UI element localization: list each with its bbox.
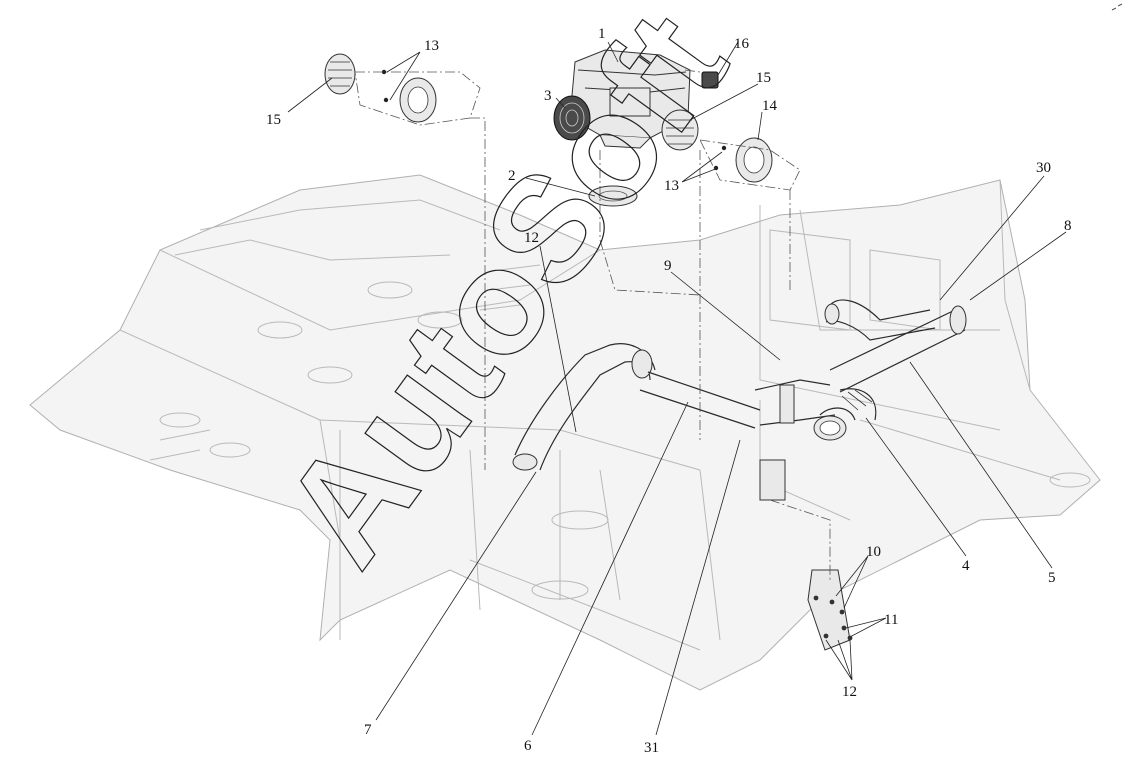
callout-4: 4	[962, 558, 970, 574]
mounting-gasket	[588, 185, 638, 207]
callout-6: 6	[524, 738, 532, 754]
callout-3: 3	[544, 88, 552, 104]
outlet-ring-left	[399, 77, 437, 123]
callout-1: 1	[598, 26, 606, 42]
callout-labels: 1 2 3 4 5 6 7 8 9 10 11 12 12 13 13 14 1…	[266, 26, 1072, 756]
air-duct-right-main	[829, 305, 967, 393]
callout-15-right: 15	[756, 70, 771, 86]
outlet-ring-right	[735, 137, 773, 183]
mounting-bracket	[759, 459, 851, 651]
callout-12-bottom: 12	[842, 684, 857, 700]
air-vent-grille-left	[324, 53, 356, 95]
callout-8: 8	[1064, 218, 1072, 234]
heater-fan-cover	[553, 95, 591, 141]
air-duct-upper-hose	[824, 299, 936, 341]
callout-9: 9	[664, 258, 672, 274]
callout-30: 30	[1036, 160, 1051, 176]
callout-16: 16	[734, 36, 750, 52]
flexible-hose	[813, 388, 877, 441]
callout-13-left: 13	[424, 38, 439, 54]
callout-12-top: 12	[524, 230, 539, 246]
callout-10: 10	[866, 544, 881, 560]
air-duct-left-elbow	[512, 343, 656, 471]
screws	[381, 69, 727, 171]
callout-7: 7	[364, 722, 372, 738]
callout-5: 5	[1048, 570, 1056, 586]
callout-31: 31	[644, 740, 659, 756]
assembly-phantom-lines	[354, 69, 831, 580]
callout-14: 14	[762, 98, 778, 114]
callout-15-left: 15	[266, 112, 281, 128]
corner-mark	[1111, 3, 1123, 11]
connector-plug	[701, 71, 719, 89]
callout-11: 11	[884, 612, 898, 628]
callout-13-right: 13	[664, 178, 679, 194]
air-duct-center	[639, 371, 836, 429]
air-vent-grille-right	[661, 109, 699, 151]
leader-lines	[287, 41, 1067, 736]
callout-2: 2	[508, 168, 516, 184]
heater-unit	[569, 49, 691, 149]
fastener-set	[813, 595, 853, 641]
